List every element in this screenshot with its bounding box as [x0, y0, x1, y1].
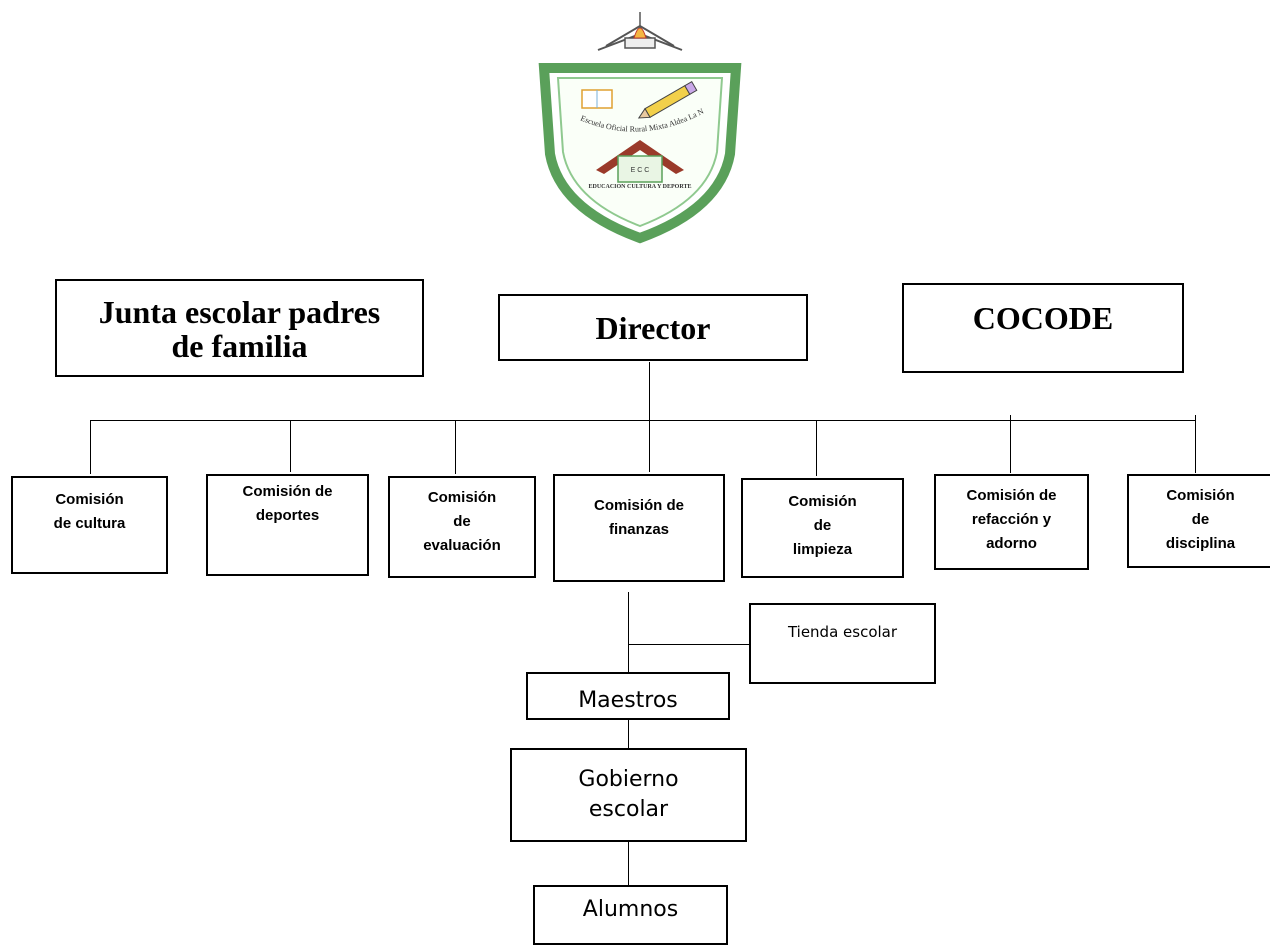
branch-line-7: [1195, 415, 1196, 473]
director-stem: [649, 362, 650, 472]
director-box: Director: [498, 294, 808, 361]
tienda-escolar-box: Tienda escolar: [749, 603, 936, 684]
commission-label: Comisión de deportes: [242, 483, 333, 524]
crest-motto: EDUCACION CULTURA Y DEPORTE: [589, 184, 692, 190]
branch-line-6: [1010, 415, 1011, 473]
maestros-label: Maestros: [578, 688, 678, 713]
junta-escolar-box: Junta escolar padres de familia: [55, 279, 424, 377]
alumnos-label: Alumnos: [582, 897, 679, 922]
commission-disciplina: Comisión de disciplina: [1127, 474, 1270, 568]
tienda-connector: [628, 644, 750, 645]
commission-label: Comisión de refacción y adorno: [966, 487, 1057, 552]
finanzas-stem: [628, 592, 629, 672]
gobierno-escolar-box: Gobierno escolar: [510, 748, 747, 842]
commission-finanzas: Comisión de finanzas: [553, 474, 725, 582]
school-crest-logo: Escuela Oficial Rural Mixta Aldea La Nue…: [530, 4, 742, 244]
commission-label: Comisión de cultura: [53, 491, 126, 532]
gobierno-alumnos-line: [628, 841, 629, 885]
director-label: Director: [595, 309, 711, 346]
tienda-escolar-label: Tienda escolar: [787, 623, 898, 641]
branch-line-1: [90, 420, 91, 474]
commission-label: Comisión de disciplina: [1165, 487, 1236, 552]
junta-escolar-label: Junta escolar padres de familia: [98, 294, 381, 364]
commission-deportes: Comisión de deportes: [206, 474, 369, 576]
cocode-box: COCODE: [902, 283, 1184, 373]
commission-refaccion: Comisión de refacción y adorno: [934, 474, 1089, 570]
commission-limpieza: Comisión de limpieza: [741, 478, 904, 578]
cocode-label: COCODE: [972, 300, 1114, 336]
commission-label: Comisión de finanzas: [593, 497, 684, 538]
branch-line-3: [455, 420, 456, 474]
crest-house-letters: E C C: [631, 167, 650, 174]
commission-label: Comisión de limpieza: [788, 493, 857, 558]
gobierno-escolar-label: Gobierno escolar: [578, 767, 679, 822]
commission-bus-line: [90, 420, 1196, 421]
commission-evaluacion: Comisión de evaluación: [388, 476, 536, 578]
branch-line-2: [290, 420, 291, 472]
maestros-gobierno-line: [628, 719, 629, 749]
commission-label: Comisión de evaluación: [423, 489, 501, 554]
branch-line-5: [816, 420, 817, 476]
alumnos-box: Alumnos: [533, 885, 728, 945]
maestros-box: Maestros: [526, 672, 730, 720]
commission-cultura: Comisión de cultura: [11, 476, 168, 574]
